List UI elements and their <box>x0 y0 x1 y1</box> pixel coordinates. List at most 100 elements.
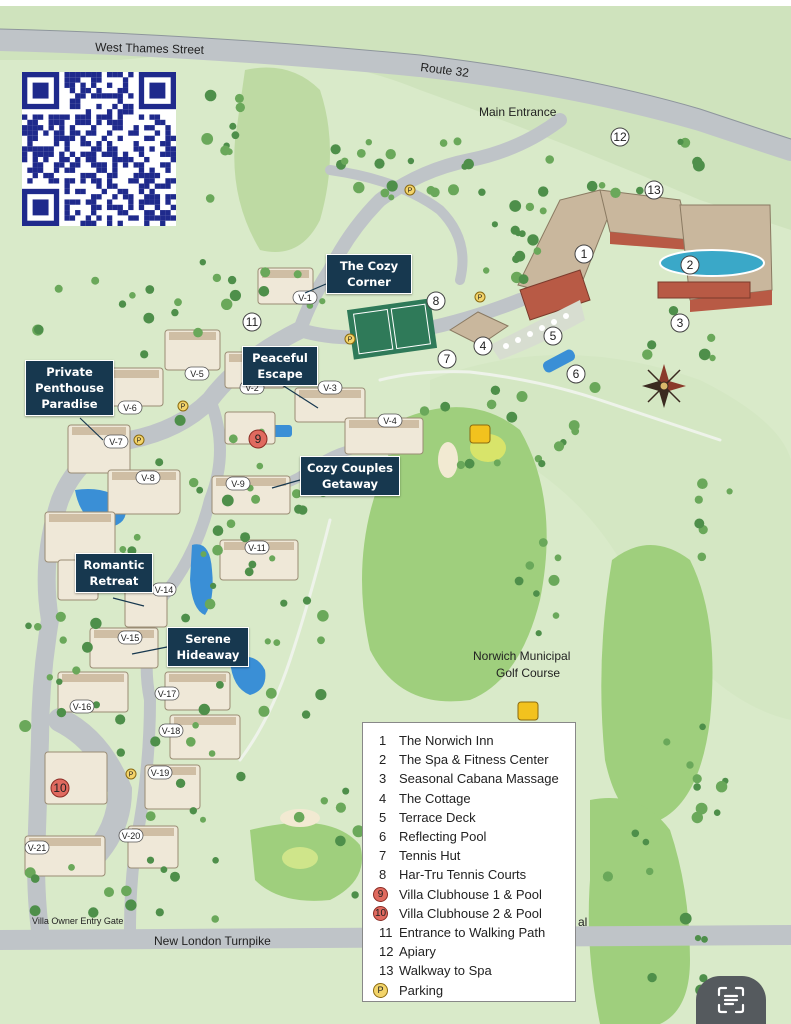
tree <box>54 284 63 293</box>
tree <box>292 489 302 499</box>
svg-text:V-11: V-11 <box>248 543 266 553</box>
tree <box>204 598 216 610</box>
tree <box>636 186 644 195</box>
tree <box>319 298 326 305</box>
tree <box>726 488 733 495</box>
callout-line: Hideaway <box>176 648 240 662</box>
tree <box>265 687 277 699</box>
tree <box>351 891 359 899</box>
tree <box>514 576 524 586</box>
svg-text:P: P <box>181 404 186 411</box>
tree <box>46 674 53 681</box>
tree <box>642 838 650 846</box>
compass-rose-icon <box>642 364 686 408</box>
tree <box>646 867 654 876</box>
tree <box>342 787 350 795</box>
svg-text:V-15: V-15 <box>121 633 140 643</box>
svg-text:P: P <box>408 188 413 195</box>
callout-private-penthouse[interactable]: Private Penthouse Paradise <box>25 360 114 416</box>
tree <box>269 555 276 562</box>
tree <box>248 560 257 569</box>
map-marker-11: 11 <box>242 312 262 332</box>
qr-code-icon[interactable] <box>22 72 176 226</box>
tree <box>509 200 522 212</box>
tree <box>647 340 657 350</box>
legend-label: The Norwich Inn <box>399 733 494 749</box>
svg-text:V-20: V-20 <box>122 831 141 841</box>
tree <box>525 561 535 570</box>
tree <box>210 582 217 590</box>
svg-text:13: 13 <box>647 183 661 197</box>
svg-text:V-14: V-14 <box>155 585 174 595</box>
callout-cozy-couples[interactable]: Cozy Couples Getaway <box>300 456 400 496</box>
map-marker-5: 5 <box>543 326 563 346</box>
legend-number: P <box>373 982 399 998</box>
tree <box>186 737 196 747</box>
villa-label-v-11: V-11 <box>244 540 270 555</box>
tree <box>341 157 349 165</box>
tree <box>483 267 490 274</box>
tennis-courts <box>346 298 438 360</box>
callout-line: Private <box>46 365 93 379</box>
tree <box>430 187 440 198</box>
tree <box>386 180 398 192</box>
tree <box>59 636 67 644</box>
tree <box>199 259 206 266</box>
tree <box>155 908 164 917</box>
villa-label-v-19: V-19 <box>147 765 173 780</box>
scan-text-button[interactable] <box>696 976 766 1024</box>
svg-text:1: 1 <box>581 247 588 261</box>
villa-label-v-18: V-18 <box>158 723 184 738</box>
tree <box>647 972 657 983</box>
tree <box>181 613 191 623</box>
tree <box>698 348 711 361</box>
legend-number-text: 11 <box>379 924 393 940</box>
villa-label-v-8: V-8 <box>135 470 161 485</box>
tree <box>491 221 498 228</box>
tree <box>189 807 197 815</box>
tree <box>273 639 281 646</box>
legend-number-text: 4 <box>379 790 387 806</box>
tree <box>679 912 692 925</box>
tree <box>227 275 237 285</box>
svg-text:P: P <box>478 295 483 302</box>
scan-text-icon <box>717 986 745 1014</box>
tree <box>293 270 302 279</box>
legend-label: Seasonal Cabana Massage <box>399 771 559 787</box>
villa-label-v-15: V-15 <box>117 630 143 645</box>
tree <box>293 811 305 823</box>
tree <box>229 289 241 302</box>
tree <box>464 458 475 469</box>
tree <box>140 350 149 359</box>
svg-text:11: 11 <box>246 315 259 329</box>
legend-number: 13 <box>373 963 399 978</box>
tree <box>356 149 366 158</box>
tree <box>229 122 237 130</box>
tree <box>302 596 312 605</box>
map-marker-10: 10 <box>50 778 70 798</box>
svg-text:P: P <box>137 438 142 445</box>
villa-label-v-21: V-21 <box>24 840 50 855</box>
tree <box>34 623 42 631</box>
tree <box>212 525 224 536</box>
tree <box>226 519 236 528</box>
tree <box>317 636 325 645</box>
tree <box>88 907 99 918</box>
callout-peaceful-escape[interactable]: Peaceful Escape <box>242 346 318 386</box>
callout-romantic-retreat[interactable]: Romantic Retreat <box>75 553 153 593</box>
tree <box>211 915 219 923</box>
callout-serene-hideaway[interactable]: Serene Hideaway <box>167 627 249 667</box>
tree <box>146 856 155 864</box>
tree <box>554 554 562 562</box>
legend-number-text: 13 <box>379 963 394 979</box>
tree <box>240 532 251 543</box>
tree <box>538 538 548 547</box>
villa-label-v-7: V-7 <box>103 434 129 449</box>
callout-cozy-corner[interactable]: The Cozy Corner <box>326 254 412 294</box>
tree <box>193 327 203 338</box>
tree <box>715 781 728 793</box>
